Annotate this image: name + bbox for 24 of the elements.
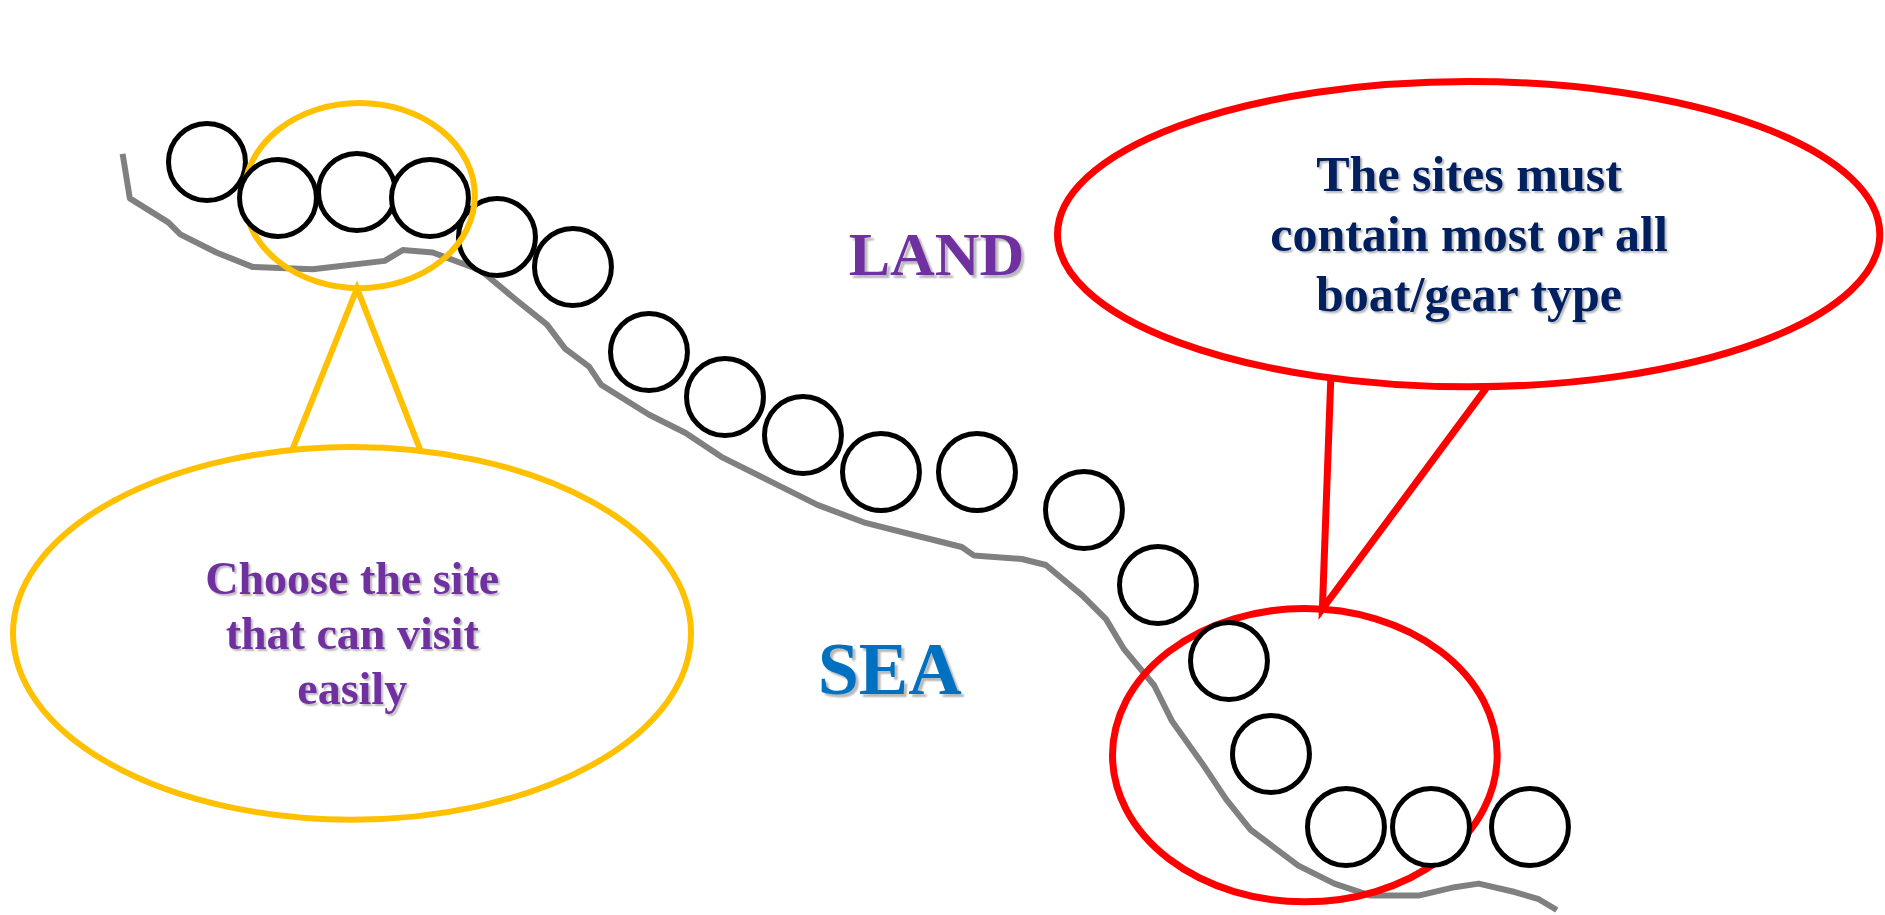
site-circle bbox=[683, 355, 766, 438]
site-circle bbox=[389, 157, 472, 240]
bubble-text: Choose the site that can visit easily bbox=[204, 551, 501, 717]
site-circle bbox=[455, 195, 538, 278]
site-circle bbox=[236, 157, 319, 240]
speech-bubble bbox=[10, 444, 695, 823]
bubble-text: The sites must contain most or all boat/gear type bbox=[1269, 145, 1669, 325]
site-circle bbox=[316, 151, 398, 234]
site-circle bbox=[1187, 620, 1270, 703]
site-circle bbox=[1489, 786, 1572, 869]
site-circle bbox=[532, 225, 615, 308]
site-circle bbox=[608, 311, 691, 394]
site-circle bbox=[165, 121, 248, 204]
site-circle bbox=[1305, 786, 1388, 869]
site-circle bbox=[1389, 786, 1472, 869]
site-circle bbox=[1229, 712, 1312, 795]
site-circle bbox=[1116, 544, 1199, 627]
site-circle bbox=[936, 431, 1019, 514]
highlight-ellipse bbox=[1108, 604, 1501, 906]
site-circle bbox=[762, 394, 844, 477]
sea-label: SEA bbox=[817, 627, 962, 713]
land-label: LAND bbox=[848, 219, 1025, 291]
site-circle bbox=[840, 431, 923, 514]
site-circle bbox=[1043, 468, 1126, 551]
